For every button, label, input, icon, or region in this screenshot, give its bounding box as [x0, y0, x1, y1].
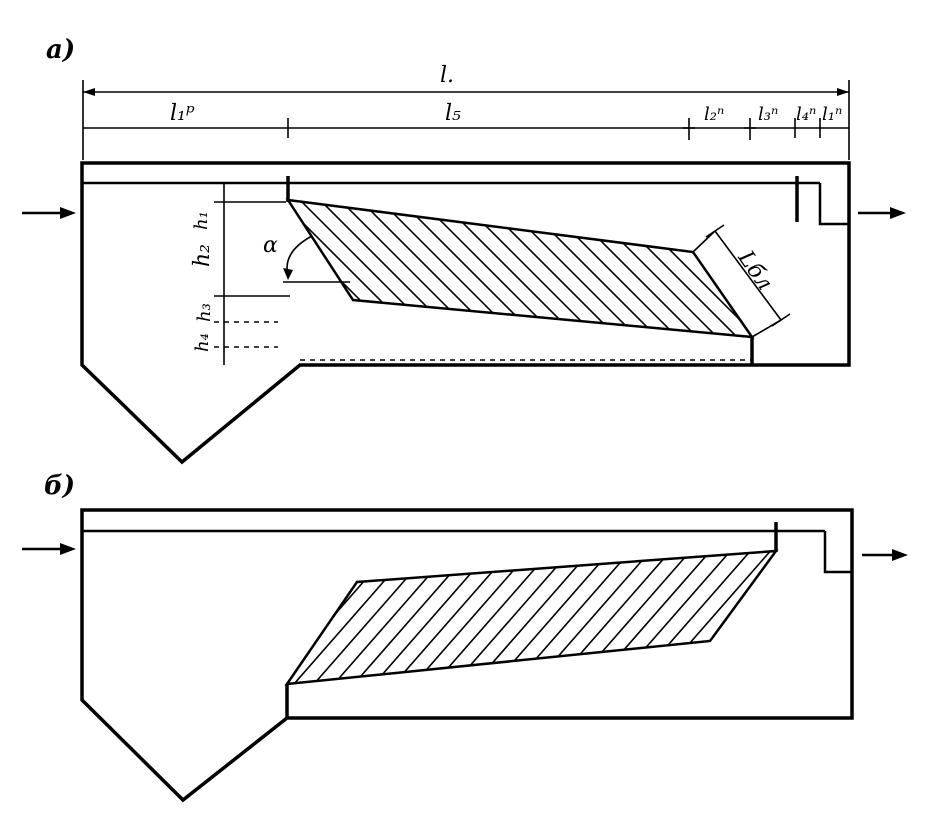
angle-alpha: α	[263, 233, 350, 283]
inlet-arrow-a	[22, 207, 76, 219]
tank-a-outline	[80, 161, 851, 465]
l4-label: l₄ⁿ	[796, 104, 816, 125]
outlet-weir-b	[823, 531, 852, 574]
h4-label: h₄	[192, 333, 213, 352]
dimension-total-length: l.	[82, 63, 850, 160]
h2-label: h₂	[190, 244, 215, 267]
inlet-length-label: l₁ᵖ	[170, 101, 195, 126]
l1-right-label: l₁ⁿ	[822, 104, 842, 125]
angle-label: α	[263, 233, 278, 258]
thin-layer-block-a	[285, 198, 755, 339]
outlet-weir-a	[818, 183, 849, 226]
l2-label: l₂ⁿ	[704, 104, 724, 125]
block-length-label: l₅	[445, 101, 461, 126]
height-dimensions: h₁ h₂ h₃ h₄	[190, 182, 290, 365]
block-label: Lбл	[732, 246, 777, 296]
total-length-label: l.	[440, 63, 454, 88]
h3-label: h₃	[194, 303, 215, 322]
h1-label: h₁	[191, 211, 212, 230]
panel-b: б)	[22, 471, 908, 803]
outlet-arrow-b	[862, 549, 908, 561]
thin-layer-block-b	[284, 549, 779, 686]
panel-b-label: б)	[44, 471, 75, 501]
dimension-segments: l₁ᵖ l₅ l₂ⁿ l₃ⁿ l₄ⁿ l₁ⁿ	[83, 101, 849, 140]
l3-label: l₃ⁿ	[758, 104, 778, 125]
inlet-arrow-b	[22, 543, 76, 555]
outlet-arrow-a	[858, 207, 906, 219]
panel-a-label: а)	[46, 35, 75, 65]
panel-a: а) l. l₁ᵖ l₅ l₂ⁿ l₃ⁿ l₄ⁿ l₁ⁿ	[22, 35, 906, 465]
